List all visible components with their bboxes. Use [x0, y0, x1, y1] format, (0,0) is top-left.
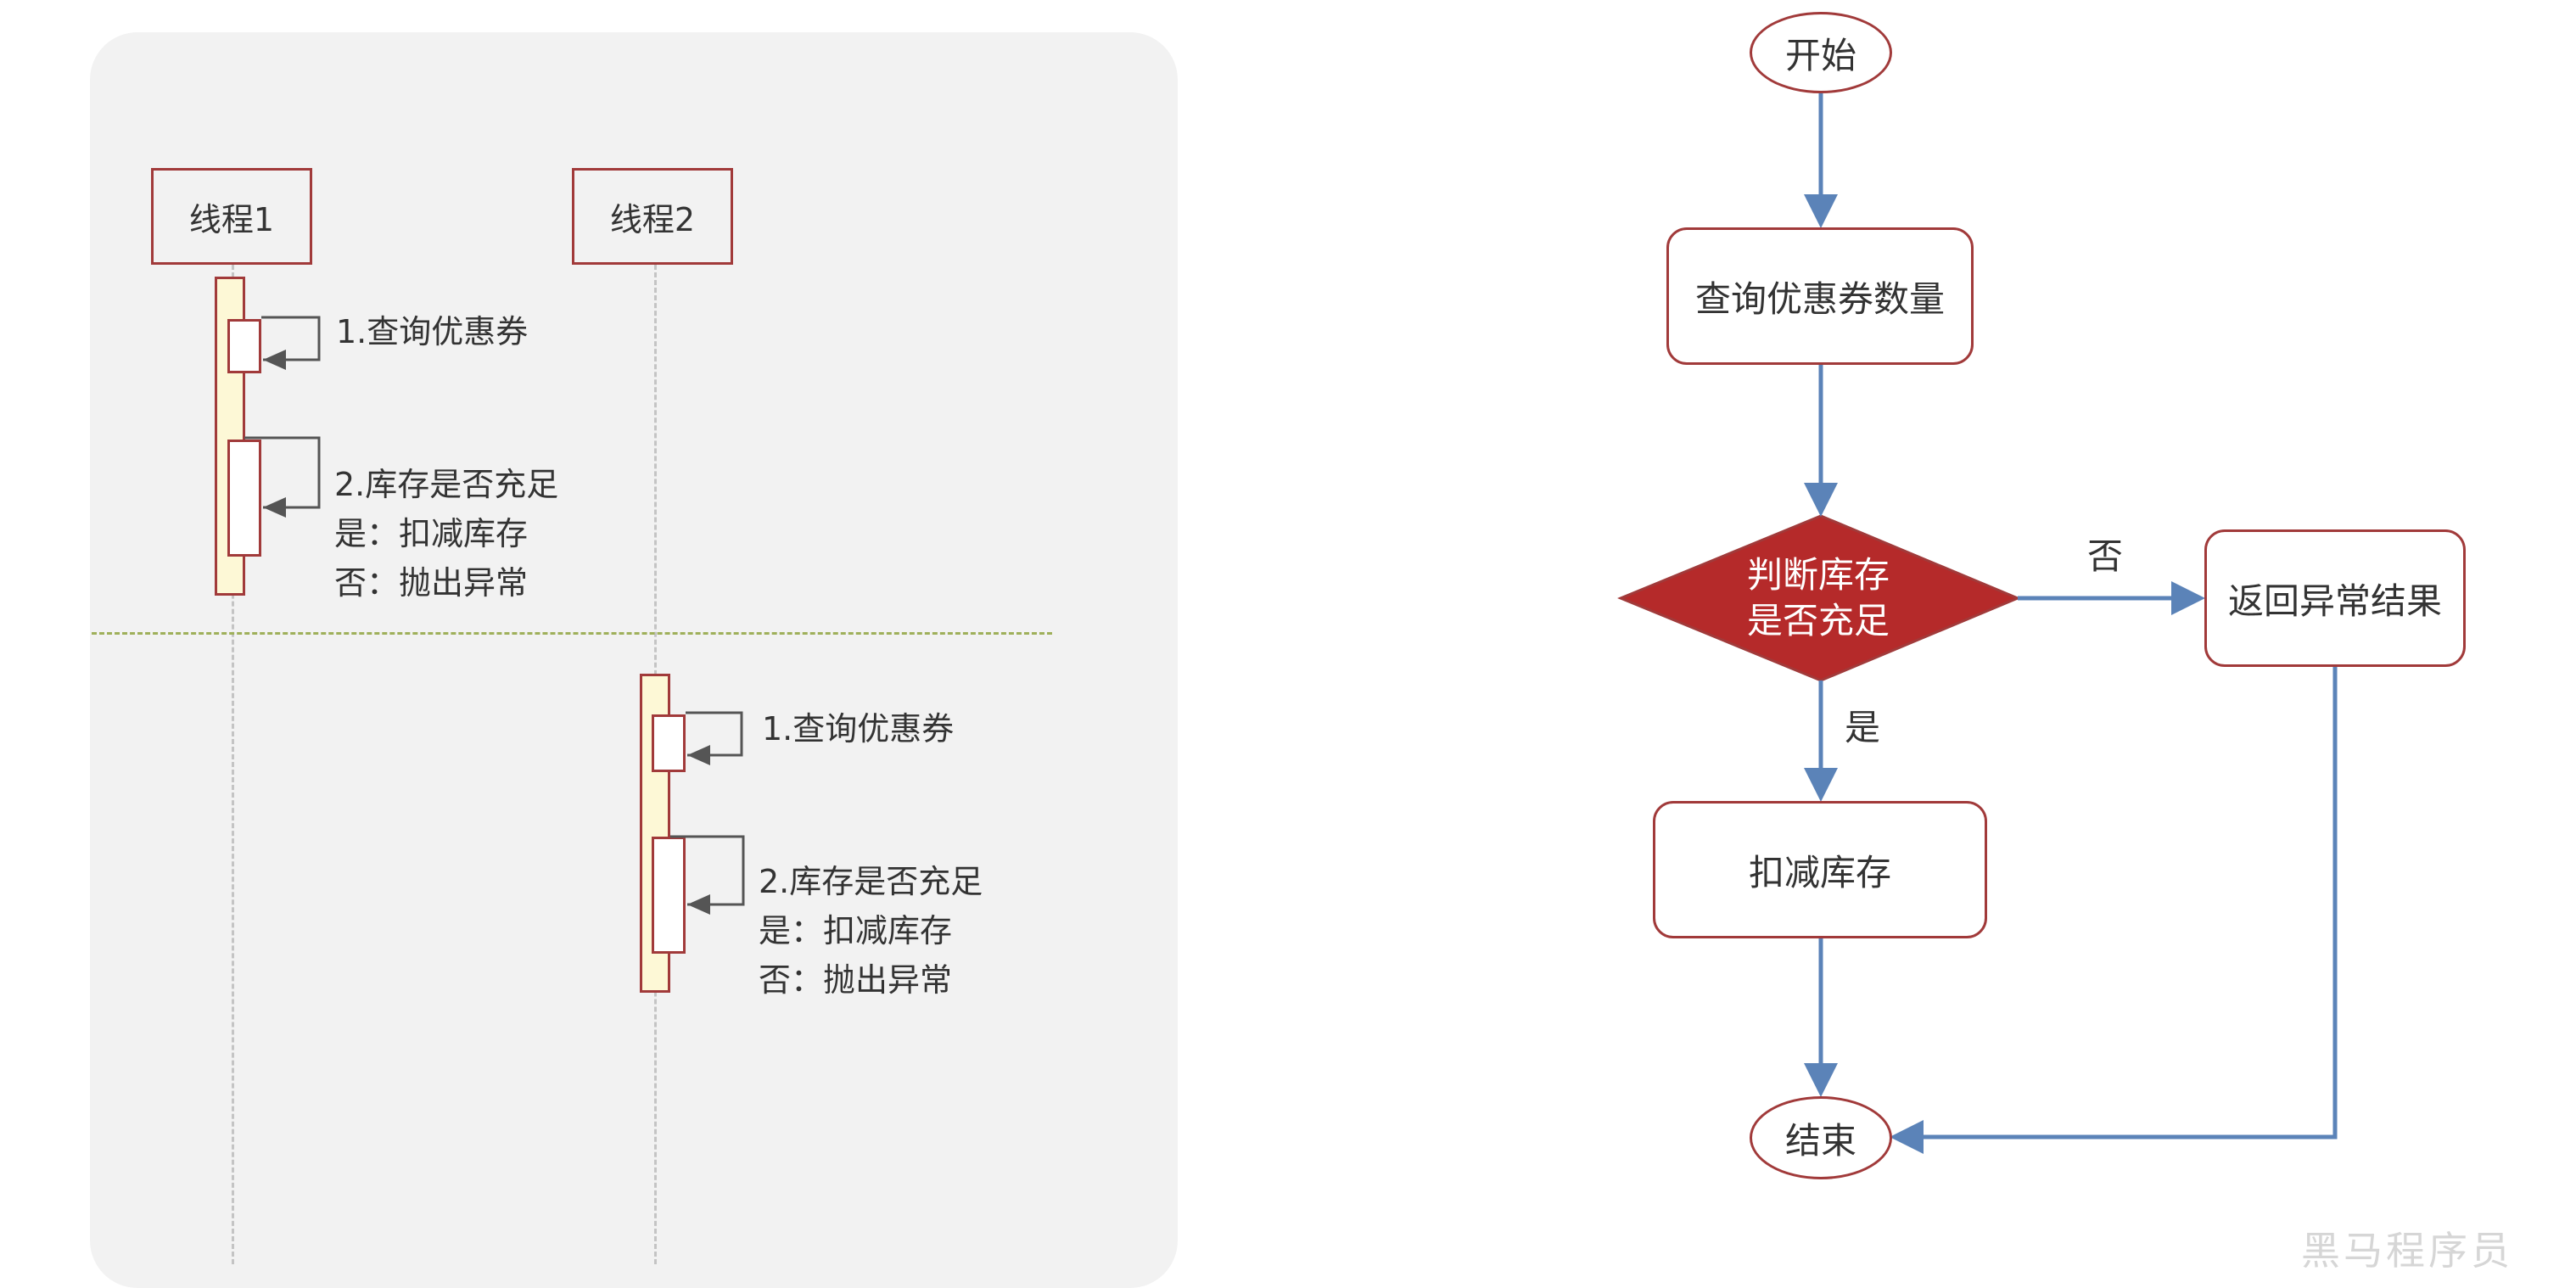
flow-error-label: 返回异常结果	[2227, 580, 2442, 622]
thread1-stock-activation	[227, 440, 261, 557]
thread2-stock-activation	[652, 837, 686, 954]
thread2-box: 线程2	[572, 168, 733, 265]
thread1-step2-text: 2.库存是否充足 是：扣减库存 否：抛出异常	[334, 460, 558, 608]
flow-query-label: 查询优惠券数量	[1694, 277, 1945, 320]
thread2-query-activation	[652, 714, 686, 772]
thread2-label: 线程2	[609, 200, 696, 238]
error-to-end-arrow	[1890, 667, 2338, 1154]
flow-deduct-node: 扣减库存	[1653, 801, 1987, 938]
thread1-step2-line3: 否：抛出异常	[334, 564, 529, 602]
thread2-step2-line1: 2.库存是否充足	[759, 863, 983, 900]
flow-no-label: 否	[2087, 535, 2124, 577]
flow-error-node: 返回异常结果	[2204, 529, 2466, 667]
flow-decision-label: 判断库存 是否充足	[1621, 516, 2016, 680]
thread1-stock-message-arrow	[244, 436, 321, 518]
flow-yes-label: 是	[1845, 707, 1881, 748]
thread2-query-message-arrow	[686, 711, 743, 765]
flow-deduct-label: 扣减库存	[1748, 851, 1891, 893]
thread2-step2-text: 2.库存是否充足 是：扣减库存 否：抛出异常	[759, 857, 983, 1005]
thread2-stock-message-arrow	[670, 835, 745, 915]
thread1-query-message-arrow	[261, 316, 321, 370]
flow-query-node: 查询优惠券数量	[1666, 227, 1974, 365]
thread1-step2-line1: 2.库存是否充足	[334, 466, 559, 503]
thread2-step1-text: 1.查询优惠券	[762, 710, 955, 748]
thread1-step1-text: 1.查询优惠券	[336, 313, 529, 350]
flow-end-label: 结束	[1784, 1119, 1856, 1162]
watermark-text: 黑马程序员	[2301, 1228, 2513, 1274]
flow-start-node: 开始	[1750, 12, 1892, 93]
phase-divider	[92, 632, 1052, 635]
flow-decision-line2: 是否充足	[1746, 600, 1890, 641]
thread1-step2-line2: 是：扣减库存	[334, 515, 529, 552]
thread2-step2-line2: 是：扣减库存	[759, 912, 953, 949]
thread1-lifeline	[232, 265, 234, 1264]
thread1-box: 线程1	[151, 168, 312, 265]
thread1-query-activation	[227, 319, 261, 373]
flow-end-node: 结束	[1750, 1096, 1892, 1179]
thread2-step2-line3: 否：抛出异常	[759, 961, 953, 999]
flow-start-label: 开始	[1784, 34, 1856, 76]
thread1-label: 线程1	[188, 200, 275, 238]
flow-decision-line1: 判断库存	[1746, 554, 1890, 596]
